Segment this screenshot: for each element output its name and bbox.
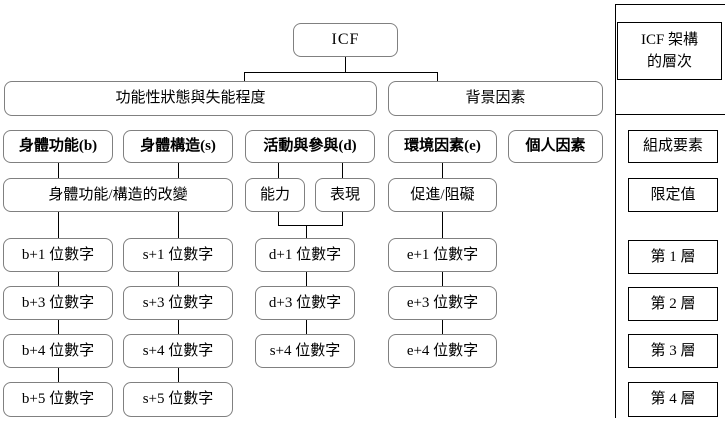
connector-top-bar — [244, 72, 438, 73]
legend-column-separator — [615, 114, 725, 115]
code-box-s-level2: s+3 位數字 — [123, 286, 233, 320]
connector-d-merge-bar — [278, 225, 343, 226]
body-change-box: 身體功能/構造的改變 — [3, 178, 233, 212]
code-box-s-level3: s+4 位數字 — [123, 334, 233, 368]
code-box-d-level2: d+3 位數字 — [255, 286, 355, 320]
code-box-b-level3: b+4 位數字 — [3, 334, 113, 368]
legend-item-layer2: 第 2 層 — [628, 287, 718, 321]
connector-s1-s3 — [178, 272, 179, 286]
connector-change-to-b1 — [58, 212, 59, 238]
connector-d-to-capacity — [278, 163, 279, 178]
connector-d1-d3 — [306, 272, 307, 286]
code-box-b-level4: b+5 位數字 — [3, 382, 113, 417]
icf-root-box: ICF — [293, 23, 398, 57]
code-box-e-level3: e+4 位數字 — [388, 334, 497, 368]
legend-title-box: ICF 架構 的層次 — [617, 22, 722, 80]
code-box-s-level1: s+1 位數字 — [123, 238, 233, 272]
legend-title-line1: ICF 架構 — [640, 32, 699, 48]
legend-column-top-border — [615, 4, 725, 5]
environmental-factors-box: 環境因素(e) — [388, 130, 497, 163]
performance-box: 表現 — [315, 178, 375, 212]
body-functions-box: 身體功能(b) — [3, 130, 113, 163]
connector-performance-stub — [342, 212, 343, 225]
capacity-box: 能力 — [245, 178, 305, 212]
legend-item-qualifiers: 限定值 — [628, 178, 718, 212]
connector-drop-context — [437, 72, 438, 81]
legend-item-components: 組成要素 — [628, 130, 718, 163]
connector-b-to-change — [58, 163, 59, 178]
connector-b1-b3 — [58, 272, 59, 286]
connector-e-to-facilitation — [442, 163, 443, 178]
code-box-d-level1: d+1 位數字 — [255, 238, 355, 272]
legend-title-line2: 的層次 — [646, 54, 692, 70]
body-structures-box: 身體構造(s) — [123, 130, 233, 163]
code-box-d-level3: s+4 位數字 — [255, 334, 355, 368]
code-box-s-level4: s+5 位數字 — [123, 382, 233, 417]
legend-item-layer3: 第 3 層 — [628, 334, 718, 368]
connector-d3-d4 — [306, 320, 307, 334]
connector-merge-to-d1 — [306, 225, 307, 238]
connector-s-to-change — [178, 163, 179, 178]
connector-e1-e3 — [442, 272, 443, 286]
connector-b4-b5 — [58, 368, 59, 382]
connector-facilitation-to-e1 — [442, 212, 443, 238]
code-box-b-level1: b+1 位數字 — [3, 238, 113, 272]
connector-d-to-performance — [342, 163, 343, 178]
legend-item-layer4: 第 4 層 — [628, 382, 718, 417]
facilitator-barrier-box: 促進/阻礙 — [388, 178, 497, 212]
code-box-b-level2: b+3 位數字 — [3, 286, 113, 320]
code-box-e-level2: e+3 位數字 — [388, 286, 497, 320]
connector-e3-e4 — [442, 320, 443, 334]
connector-icf-stem — [345, 57, 346, 72]
connector-change-to-s1 — [178, 212, 179, 238]
functioning-status-box: 功能性狀態與失能程度 — [4, 81, 377, 116]
legend-item-layer1: 第 1 層 — [628, 240, 718, 274]
connector-s4-s5 — [178, 368, 179, 382]
contextual-factors-box: 背景因素 — [388, 81, 603, 116]
connector-capacity-stub — [278, 212, 279, 225]
connector-b3-b4 — [58, 320, 59, 334]
personal-factors-box: 個人因素 — [508, 130, 603, 163]
connector-s3-s4 — [178, 320, 179, 334]
connector-drop-functioning — [244, 72, 245, 81]
legend-column-left-border — [615, 4, 616, 418]
code-box-e-level1: e+1 位數字 — [388, 238, 497, 272]
activities-participation-box: 活動與參與(d) — [245, 130, 375, 163]
